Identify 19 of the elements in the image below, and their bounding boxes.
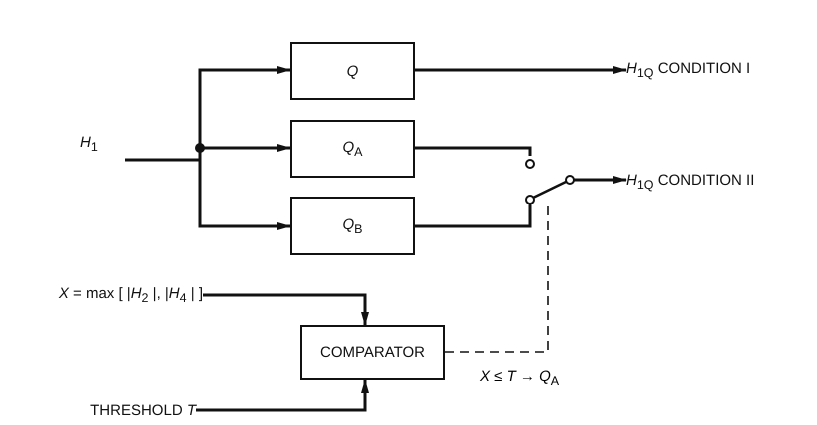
- arrow: [196, 379, 369, 412]
- connector-line: [415, 204, 532, 228]
- edge-label: X ≤ T → Q$_{A}$: [478, 368, 562, 388]
- arrow: [125, 158, 291, 230]
- arrow: [203, 294, 369, 326]
- connector-line: [415, 146, 532, 156]
- comparator-box: COMPARATOR: [300, 325, 445, 380]
- switch-symbol: [522, 156, 578, 204]
- dashed-line: [445, 204, 549, 353]
- process-box: Q$_{A}$: [290, 120, 415, 178]
- output-label: H$_{1Q}$ CONDITION I: [626, 58, 811, 82]
- input-label: X = max [ |H$_{2}$ |, |H$_{4}$ | ]: [28, 283, 203, 307]
- arrow: [578, 176, 627, 184]
- input-label: THRESHOLD T: [18, 398, 196, 422]
- process-box: Q: [290, 42, 415, 100]
- process-box: Q$_{B}$: [290, 197, 415, 255]
- input-label: H$_{1}$: [80, 134, 125, 164]
- output-label: H$_{1Q}$ CONDITION II: [626, 170, 811, 194]
- arrow: [415, 66, 627, 74]
